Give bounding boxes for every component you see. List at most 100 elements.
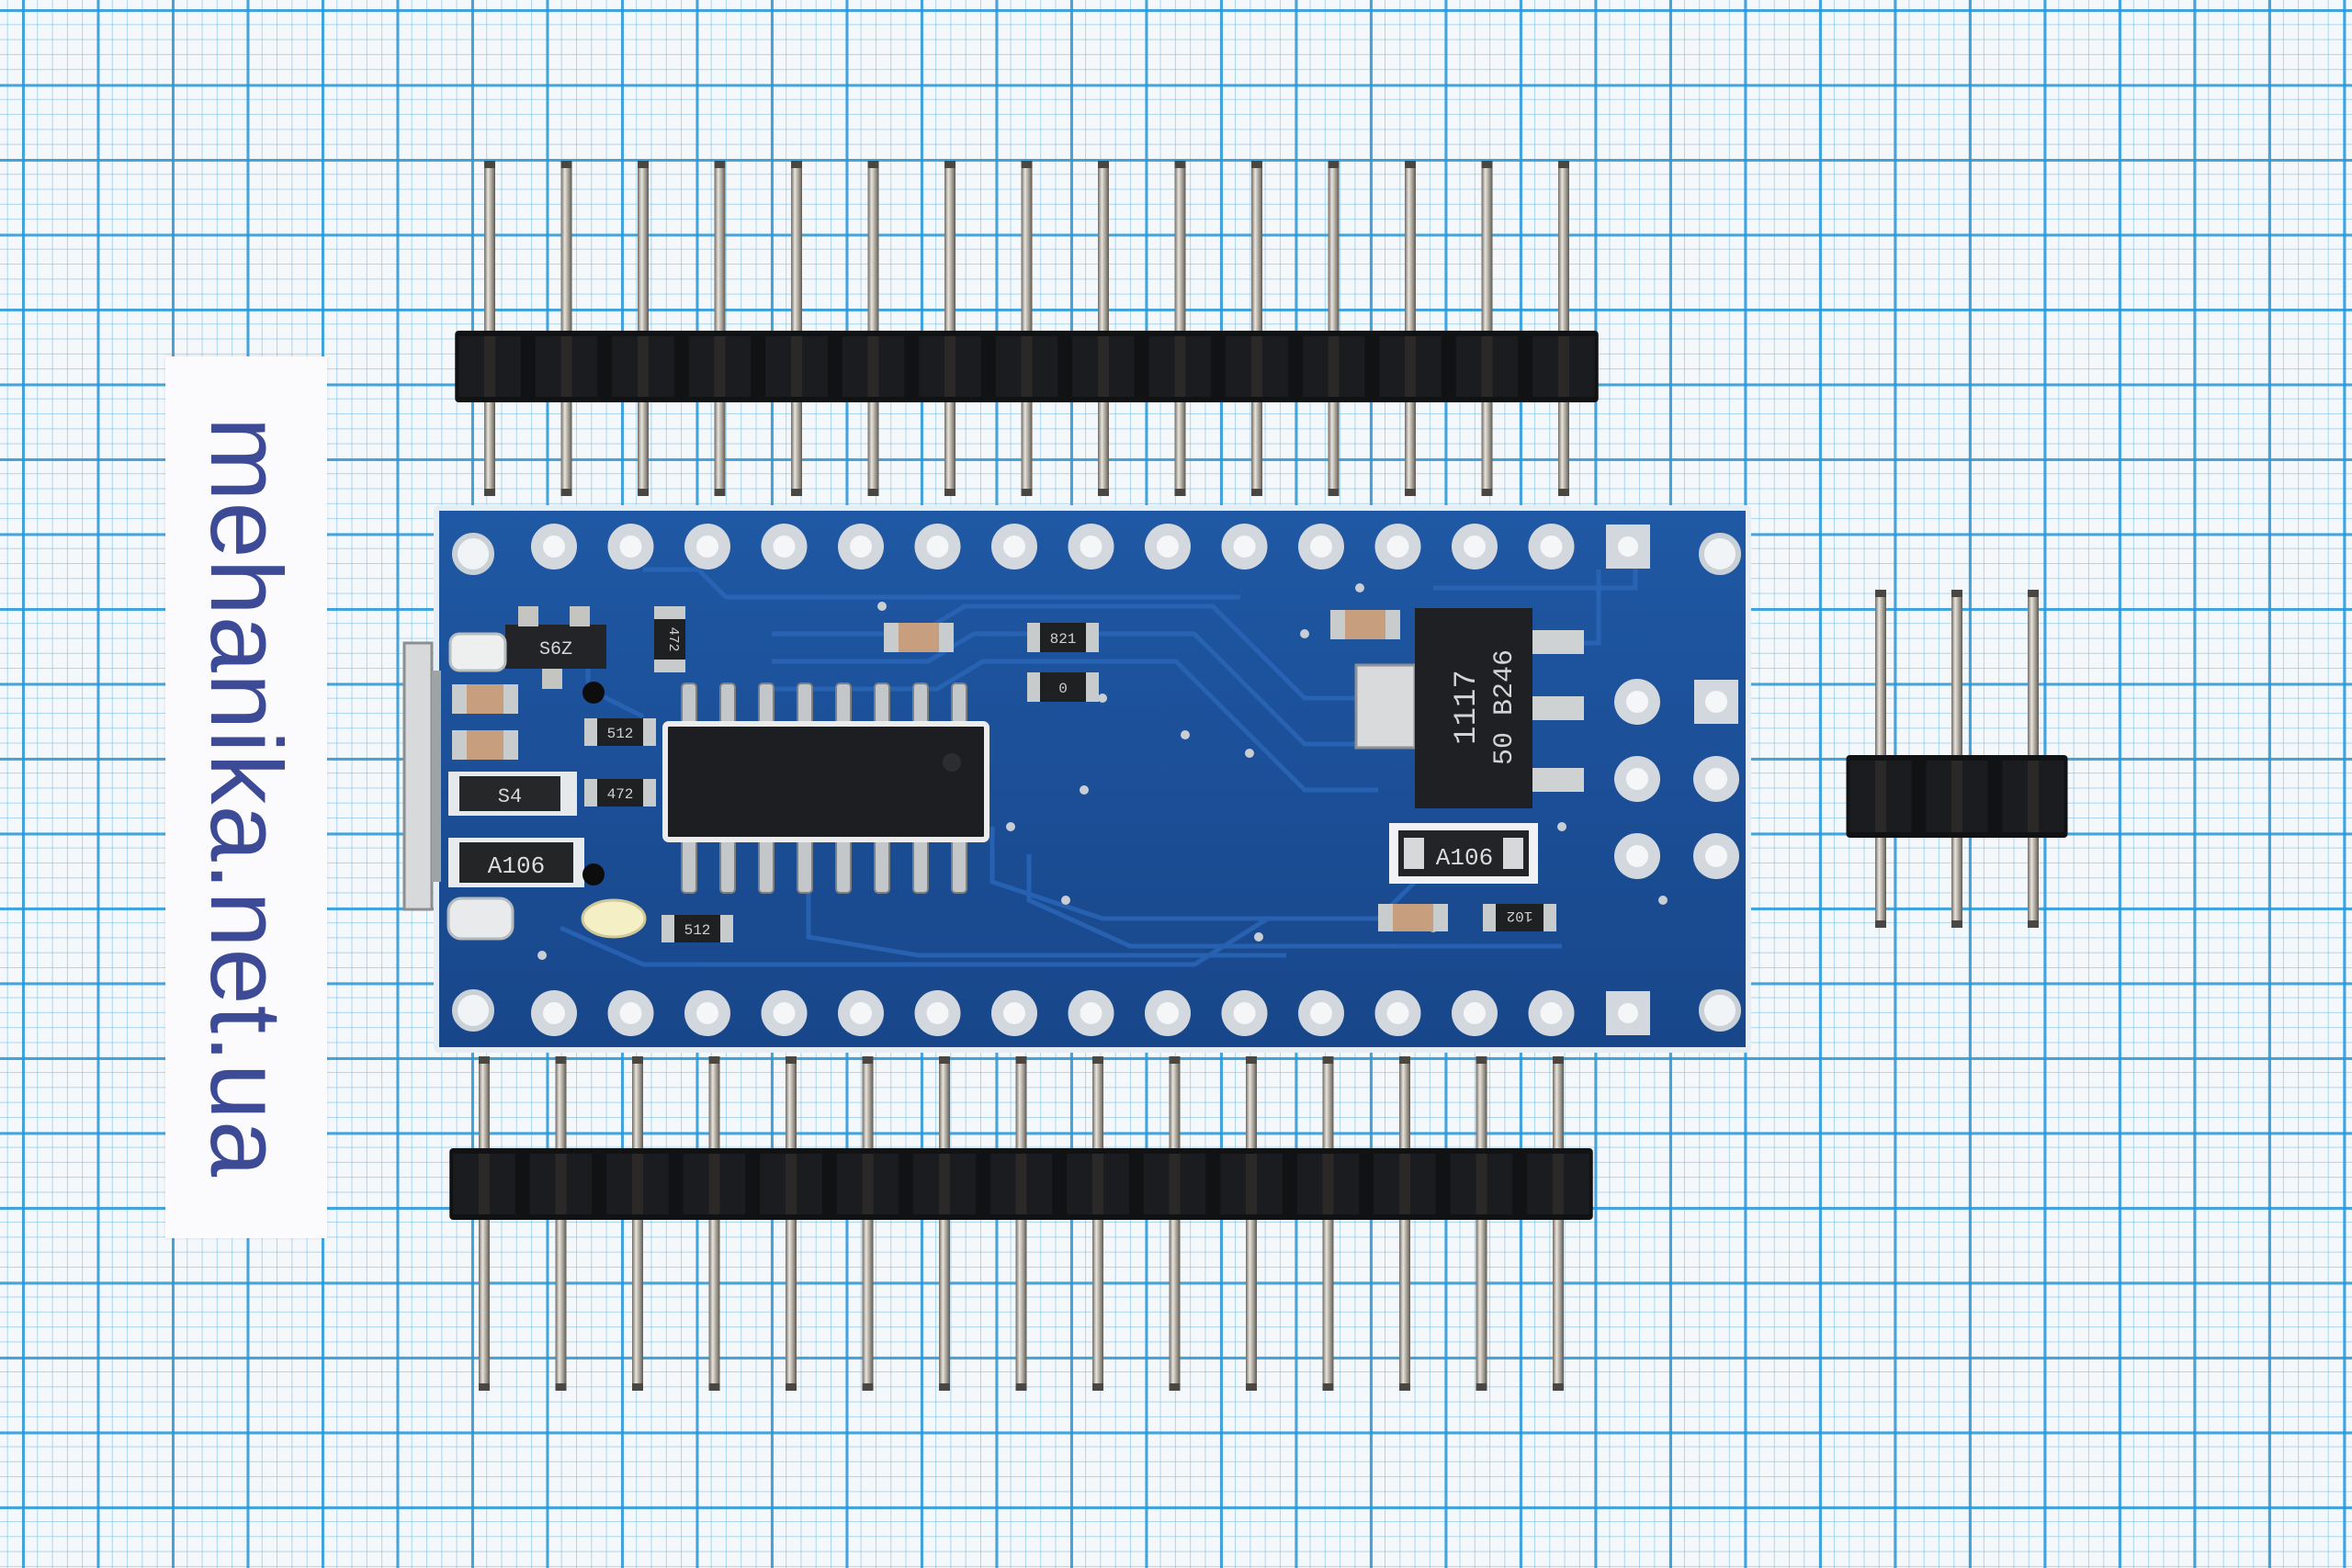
header-pin (1476, 1056, 1487, 1391)
header-pin-tip (1092, 1056, 1103, 1064)
header-pin-tip (1246, 1056, 1257, 1064)
header-pin (632, 1056, 643, 1391)
header-pin (1021, 161, 1033, 496)
header-pin (786, 1056, 797, 1391)
led-left (448, 632, 507, 672)
header-pin-tip (708, 1056, 720, 1064)
ic-pin (912, 835, 929, 894)
fuse-right: A106 (1389, 823, 1538, 884)
header-pin-tip (1405, 489, 1416, 496)
header-pin-tip (1246, 1383, 1257, 1391)
pad-hole (1626, 768, 1648, 790)
pad-hole (1540, 1002, 1563, 1024)
header-pin-tip (708, 1383, 720, 1391)
led-bottom-left (447, 897, 514, 941)
pad-hole (773, 1002, 796, 1024)
resistor-r7-marking: 102 (1507, 908, 1533, 924)
resistor-0: 0 (1027, 672, 1099, 702)
header-pin-in-plastic (1098, 336, 1109, 397)
header-pin (714, 161, 726, 496)
header-pin-tip (786, 1383, 797, 1391)
pad-row-top (531, 524, 1650, 570)
ic-pin (874, 835, 890, 894)
via-dark (582, 682, 605, 886)
ic-pin (912, 682, 929, 728)
header-pin-tip (1098, 489, 1109, 496)
pad-hole (696, 1002, 718, 1024)
header-pin-tip (867, 161, 879, 168)
header-pin (484, 161, 495, 496)
header-pin-tip (1251, 489, 1262, 496)
header-pin-tip (1558, 489, 1569, 496)
header-pin-tip (1322, 1056, 1334, 1064)
header-pin-in-plastic (1092, 1154, 1103, 1214)
header-pin-tip (1098, 161, 1109, 168)
header-pin-tip (1875, 590, 1886, 597)
header-pin-tip (638, 489, 649, 496)
ic-pin (835, 835, 852, 894)
pad-row-bottom (531, 990, 1650, 1036)
ic-pin (951, 682, 967, 728)
header-pin-in-plastic (1481, 336, 1493, 397)
header-pin-tip (1951, 920, 1962, 928)
header-pin-tip (791, 489, 802, 496)
resistor-r5-marking: 472 (607, 786, 634, 803)
pad-hole (850, 1002, 872, 1024)
header-pin-tip (2028, 920, 2039, 928)
fuse-left-marking: A106 (488, 852, 545, 880)
header-pin (944, 161, 956, 496)
transistor: S6Z (505, 606, 606, 689)
ic-pin (835, 682, 852, 728)
header-pin-in-plastic (555, 1154, 567, 1214)
header-pin-in-plastic (1558, 336, 1569, 397)
header-pin (1015, 1056, 1027, 1391)
voltage-regulator: 1117 50 B246 (1354, 608, 1584, 808)
header-pin-in-plastic (1169, 1154, 1181, 1214)
pad-hole (926, 536, 949, 558)
pad-hole (1003, 536, 1025, 558)
header-pin-tip (1399, 1383, 1410, 1391)
resistor-r1-marking: 472 (665, 626, 681, 651)
header-pin-tip (479, 1383, 490, 1391)
pad-hole (1233, 536, 1256, 558)
header-pin (1322, 1056, 1334, 1391)
header-pin-in-plastic (1951, 761, 1962, 832)
pad-hole (1705, 845, 1727, 867)
header-pin-tip (1481, 489, 1493, 496)
header-pin (638, 161, 649, 496)
header-pin-tip (1015, 1056, 1027, 1064)
header-pin-tip (1553, 1056, 1564, 1064)
header-pin (708, 1056, 720, 1391)
header-pin (791, 161, 802, 496)
header-pin-in-plastic (708, 1154, 720, 1214)
header-pin-tip (632, 1056, 643, 1064)
resistor-102: 102 (1483, 904, 1556, 931)
fuse-right-marking: A106 (1436, 844, 1493, 872)
mounting-holes (452, 533, 1741, 1032)
resistor-472-vertical: 472 (654, 606, 685, 672)
header-pin (1246, 1056, 1257, 1391)
header-pin (555, 1056, 567, 1391)
header-pin (1558, 161, 1569, 496)
header-pin-in-plastic (1399, 1154, 1410, 1214)
header-pin-tip (1174, 489, 1186, 496)
header-pin-in-plastic (867, 336, 879, 397)
ic-pin (758, 835, 775, 894)
resistor-472-b: 472 (584, 779, 656, 807)
header-pin-in-plastic (939, 1154, 950, 1214)
resistor-r4-marking: 512 (607, 726, 634, 742)
header-pin-tip (714, 489, 726, 496)
pad-hole (543, 1002, 565, 1024)
header-pin-in-plastic (786, 1154, 797, 1214)
pad-hole (619, 536, 642, 558)
header-pin-tip (560, 161, 572, 168)
pad-hole (619, 1002, 642, 1024)
header-pin-in-plastic (1553, 1154, 1564, 1214)
main-ic (662, 682, 989, 894)
header-pin-tip (1476, 1383, 1487, 1391)
regulator-marking-2: 50 B246 (1489, 649, 1521, 765)
capacitor-c5 (1378, 904, 1448, 931)
header-pin-tip (862, 1056, 874, 1064)
ic-pin (797, 835, 813, 894)
ic-pin (874, 682, 890, 728)
